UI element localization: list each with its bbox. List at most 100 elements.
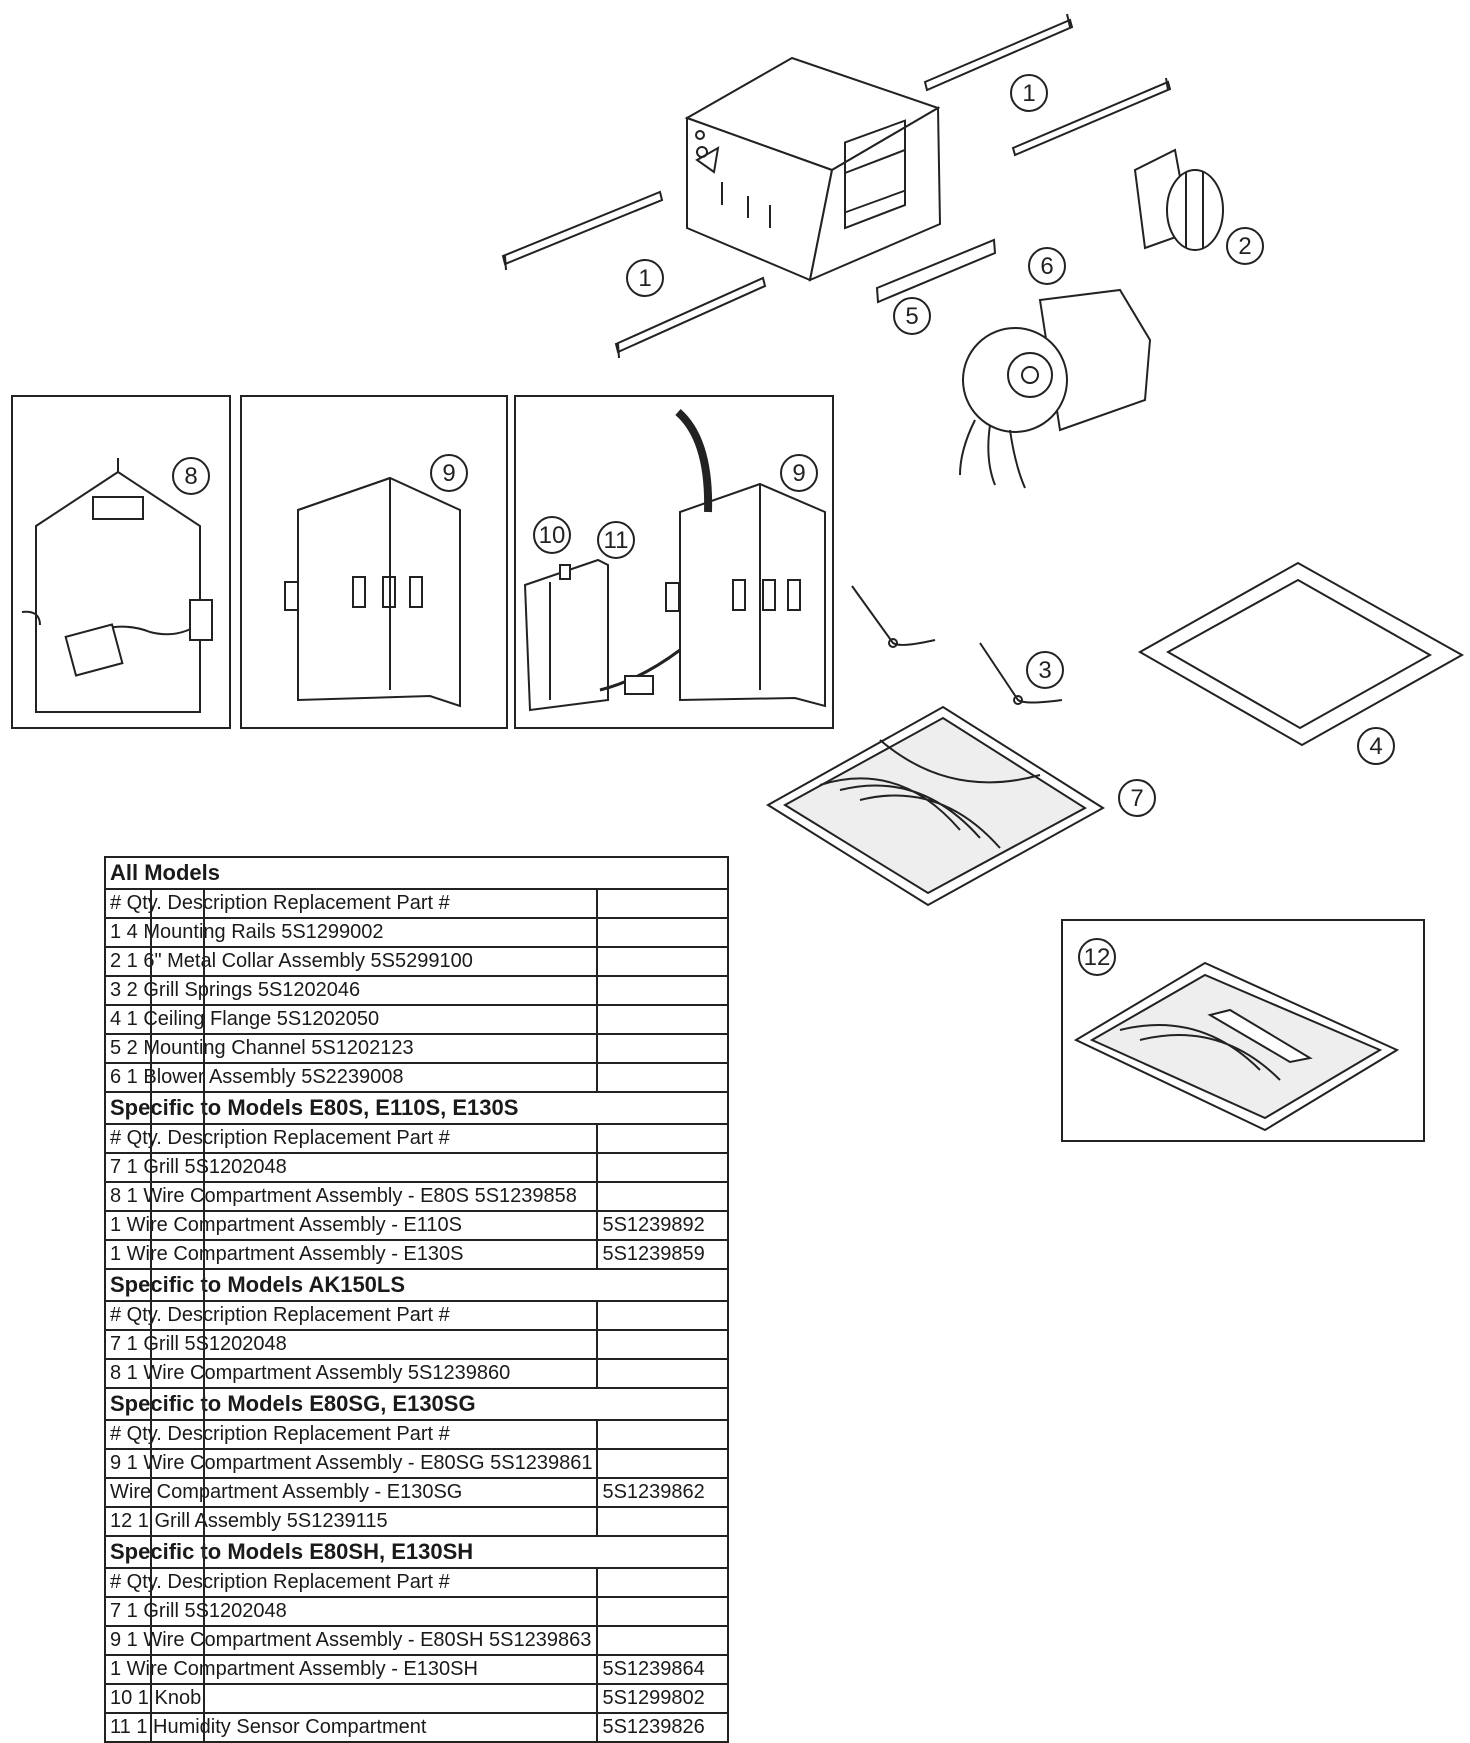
svg-text:1: 1: [638, 265, 651, 292]
svg-text:1: 1: [1022, 80, 1035, 107]
table-section-header: Specific to Models E80SG, E130SG: [104, 1387, 729, 1421]
table-row: 1 4 Mounting Rails 5S1299002: [103, 917, 729, 948]
table-row: 7 1 Grill 5S1202048: [103, 1329, 729, 1360]
svg-text:11: 11: [604, 527, 629, 554]
row-description: Wire Compartment Assembly - E130SG: [103, 1477, 599, 1508]
row-part-number: 5S1239826: [596, 1712, 729, 1743]
callout-3: 3: [1026, 651, 1064, 689]
row-description: 7 1 Grill 5S1202048: [103, 1596, 599, 1627]
table-section-header: Specific to Models E80SH, E130SH: [104, 1535, 729, 1569]
row-part-number: [596, 1596, 729, 1627]
row-description: 1 Wire Compartment Assembly - E110S: [103, 1210, 599, 1241]
table-column-line: [150, 888, 152, 1743]
callout-10: 10: [533, 516, 571, 554]
table-column-line: [203, 888, 205, 1743]
svg-text:3: 3: [1038, 657, 1051, 684]
row-part-number: [596, 917, 729, 948]
row-part-number: [596, 1329, 729, 1360]
row-part-number: [596, 1419, 729, 1450]
row-part-number: 5S1239864: [596, 1654, 729, 1685]
table-row: 5 2 Mounting Channel 5S1202123: [103, 1033, 729, 1064]
table-row: 6 1 Blower Assembly 5S2239008: [103, 1062, 729, 1093]
row-description: 2 1 6" Metal Collar Assembly 5S5299100: [103, 946, 599, 977]
row-part-number: 5S1299802: [596, 1683, 729, 1714]
row-description: 3 2 Grill Springs 5S1202046: [103, 975, 599, 1006]
table-section-header: Specific to Models AK150LS: [104, 1268, 729, 1302]
row-part-number: [596, 1181, 729, 1212]
row-description: 4 1 Ceiling Flange 5S1202050: [103, 1004, 599, 1035]
section-title: All Models: [104, 856, 729, 890]
row-description: 6 1 Blower Assembly 5S2239008: [103, 1062, 599, 1093]
row-description: # Qty. Description Replacement Part #: [103, 1419, 599, 1450]
row-part-number: 5S1239892: [596, 1210, 729, 1241]
row-part-number: [596, 1625, 729, 1656]
detail-box-9-humidity: [514, 395, 834, 729]
callout-6: 6: [1028, 247, 1066, 285]
row-description: # Qty. Description Replacement Part #: [103, 888, 599, 919]
row-part-number: 5S1239859: [596, 1239, 729, 1270]
grill: [766, 705, 1105, 907]
row-part-number: [596, 888, 729, 919]
callout-2: 2: [1226, 227, 1264, 265]
callout-9-left: 9: [430, 454, 468, 492]
detail-box-9-wire-compartment: [240, 395, 508, 729]
row-description: # Qty. Description Replacement Part #: [103, 1567, 599, 1598]
svg-text:4: 4: [1369, 733, 1382, 760]
row-part-number: [596, 975, 729, 1006]
table-section-header: Specific to Models E80S, E110S, E130S: [104, 1091, 729, 1125]
table-row: 3 2 Grill Springs 5S1202046: [103, 975, 729, 1006]
metal-collar: [1133, 148, 1224, 251]
section-title: Specific to Models E80SH, E130SH: [104, 1535, 729, 1569]
table-row: # Qty. Description Replacement Part #: [103, 888, 729, 919]
row-description: 8 1 Wire Compartment Assembly 5S1239860: [103, 1358, 599, 1389]
row-description: 7 1 Grill 5S1202048: [103, 1329, 599, 1360]
table-row: 9 1 Wire Compartment Assembly - E80SH 5S…: [103, 1625, 729, 1656]
parts-table-body: All Models# Qty. Description Replacement…: [103, 856, 729, 1743]
table-row: 2 1 6" Metal Collar Assembly 5S5299100: [103, 946, 729, 977]
parts-table: All Models# Qty. Description Replacement…: [103, 856, 729, 1743]
row-part-number: [596, 1300, 729, 1331]
table-row: 8 1 Wire Compartment Assembly - E80S 5S1…: [103, 1181, 729, 1212]
row-part-number: [596, 1358, 729, 1389]
section-title: Specific to Models E80SG, E130SG: [104, 1387, 729, 1421]
svg-text:5: 5: [905, 303, 918, 330]
callout-7: 7: [1118, 779, 1156, 817]
svg-text:8: 8: [184, 463, 197, 490]
row-part-number: [596, 1123, 729, 1154]
callout-11: 11: [597, 521, 635, 559]
row-description: # Qty. Description Replacement Part #: [103, 1123, 599, 1154]
row-description: 9 1 Wire Compartment Assembly - E80SG 5S…: [103, 1448, 599, 1479]
callout-4: 4: [1357, 727, 1395, 765]
row-part-number: [596, 1062, 729, 1093]
detail-box-12-grill-assembly: [1061, 919, 1425, 1142]
row-description: 7 1 Grill 5S1202048: [103, 1152, 599, 1183]
svg-text:9: 9: [792, 460, 805, 487]
table-row: 7 1 Grill 5S1202048: [103, 1152, 729, 1183]
callouts: 1 1 2 6 5 8 9 9 10 11 3 4 7 12: [172, 74, 1395, 976]
mounting-channel: [875, 238, 997, 304]
table-row: # Qty. Description Replacement Part #: [103, 1419, 729, 1450]
table-row: # Qty. Description Replacement Part #: [103, 1300, 729, 1331]
svg-text:2: 2: [1238, 233, 1251, 260]
svg-text:9: 9: [442, 460, 455, 487]
callout-1-left: 1: [626, 259, 664, 297]
section-title: Specific to Models AK150LS: [104, 1268, 729, 1302]
row-description: 12 1 Grill Assembly 5S1239115: [103, 1506, 599, 1537]
table-row: 12 1 Grill Assembly 5S1239115: [103, 1506, 729, 1537]
row-description: 5 2 Mounting Channel 5S1202123: [103, 1033, 599, 1064]
callout-12: 12: [1078, 938, 1116, 976]
row-description: # Qty. Description Replacement Part #: [103, 1300, 599, 1331]
row-description: 8 1 Wire Compartment Assembly - E80S 5S1…: [103, 1181, 599, 1212]
svg-text:6: 6: [1040, 253, 1053, 280]
row-part-number: [596, 1567, 729, 1598]
row-part-number: [596, 946, 729, 977]
row-description: 10 1 Knob: [103, 1683, 599, 1714]
row-part-number: [596, 1004, 729, 1035]
row-part-number: [596, 1506, 729, 1537]
table-section-header: All Models: [104, 856, 729, 890]
